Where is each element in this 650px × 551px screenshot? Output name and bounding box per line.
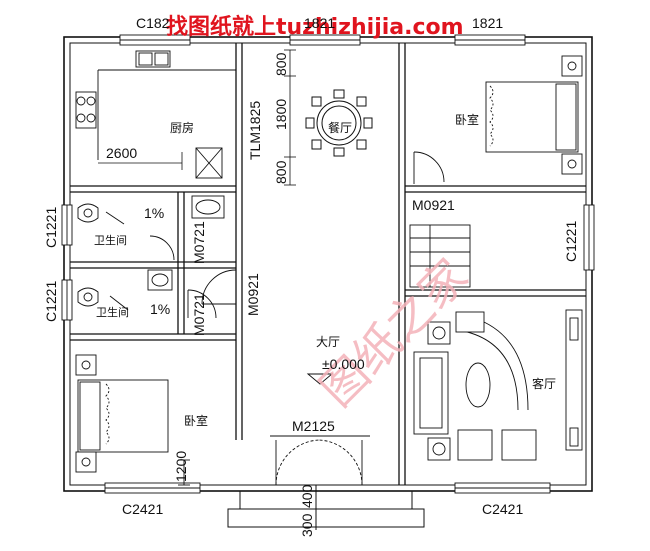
bathroom-fixtures bbox=[77, 195, 225, 319]
room-label-bath-2: 卫生间 bbox=[96, 305, 129, 319]
window-label-top-center: 1821 bbox=[304, 15, 335, 31]
kitchen-fixtures bbox=[75, 50, 236, 179]
door-label-bedroom: M0921 bbox=[412, 197, 455, 213]
dimension-dining-middle: 1800 bbox=[273, 99, 289, 130]
bedroom-sw-furniture bbox=[75, 354, 190, 486]
room-label-living: 客厅 bbox=[532, 376, 556, 391]
dining-dimension-lines bbox=[284, 49, 296, 186]
window-label-bottom-right: C2421 bbox=[482, 501, 523, 517]
room-label-hall: 大厅 bbox=[316, 335, 340, 349]
living-room-furniture bbox=[413, 309, 583, 461]
door-label-stair-opening: TLM1825 bbox=[247, 101, 263, 160]
room-label-bedroom-ne: 卧室 bbox=[455, 112, 479, 127]
interior-walls bbox=[70, 43, 586, 485]
door-label-hall: M0921 bbox=[245, 273, 261, 316]
slope-label-bath-2: 1% bbox=[150, 301, 170, 317]
window-label-left-upper: C1221 bbox=[43, 207, 59, 248]
window-label-right-middle: C1221 bbox=[563, 221, 579, 262]
window-label-top-right: 1821 bbox=[472, 15, 503, 31]
dimension-bedroom-bottom: 1200 bbox=[173, 451, 189, 482]
door-label-bath-1: M0721 bbox=[191, 221, 207, 264]
room-label-bath-1: 卫生间 bbox=[94, 233, 127, 247]
room-label-bedroom-sw: 卧室 bbox=[184, 413, 208, 428]
window-label-top-left: C182 bbox=[136, 15, 170, 31]
door-label-entrance: M2125 bbox=[292, 418, 335, 434]
dimension-dining-bottom: 800 bbox=[273, 160, 289, 184]
room-label-dining: 餐厅 bbox=[328, 120, 352, 135]
slope-label-bath-1: 1% bbox=[144, 205, 164, 221]
kitchen-dimension-line bbox=[98, 152, 183, 170]
bedroom-ne-furniture bbox=[413, 55, 583, 184]
hall-doors bbox=[201, 269, 370, 486]
windows bbox=[61, 34, 595, 494]
watermark-diagonal: 图纸之家 bbox=[310, 248, 478, 416]
room-label-kitchen: 厨房 bbox=[170, 120, 194, 135]
dimension-kitchen-width: 2600 bbox=[106, 145, 137, 161]
dimension-porch-step: 300 bbox=[299, 513, 315, 537]
watermark-top: 找图纸就上tuzhizhijia.com bbox=[166, 14, 464, 40]
porch-steps bbox=[227, 485, 425, 530]
floor-elevation: ±0.000 bbox=[322, 356, 365, 372]
dining-table bbox=[305, 89, 373, 157]
door-label-bath-2: M0721 bbox=[191, 293, 207, 336]
window-label-left-lower: C1221 bbox=[43, 281, 59, 322]
dimension-dining-top: 800 bbox=[273, 52, 289, 76]
dimension-porch-depth: 400 bbox=[299, 484, 315, 508]
window-label-bottom-left: C2421 bbox=[122, 501, 163, 517]
staircase bbox=[409, 224, 471, 288]
